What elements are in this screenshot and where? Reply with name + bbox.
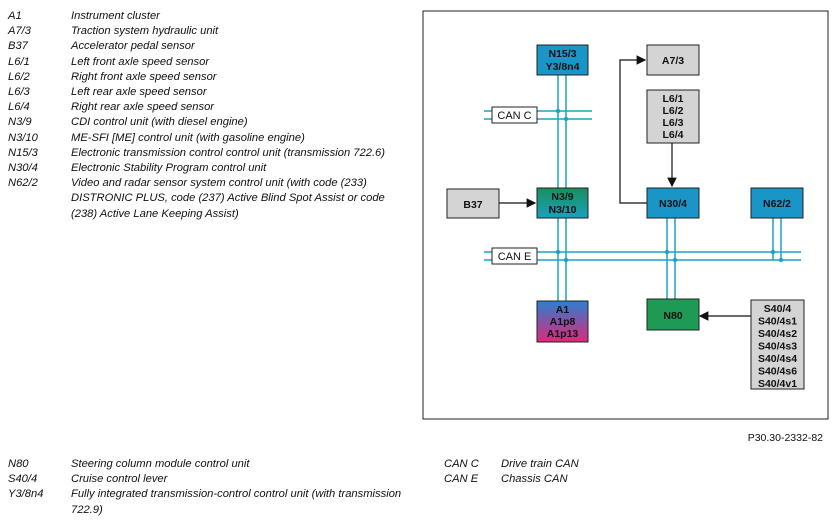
svg-text:A7/3: A7/3 <box>662 55 684 67</box>
legend-code: Y3/8n4 <box>8 488 44 501</box>
legend-row: L6/2 Right front axle speed sensor <box>8 70 408 85</box>
can-c-label: CAN C <box>491 106 538 124</box>
legend-code: L6/2 <box>8 70 30 83</box>
svg-text:N3/10: N3/10 <box>548 204 576 216</box>
signal-arrows <box>499 55 751 321</box>
legend-row: N3/9 CDI control unit (with diesel engine… <box>8 115 408 130</box>
legend-description: Left rear axle speed sensor <box>71 86 207 99</box>
svg-text:CAN C: CAN C <box>497 110 531 122</box>
legend-description: Accelerator pedal sensor <box>71 40 195 53</box>
legend-row: N80 Steering column module control unit <box>8 457 408 472</box>
svg-text:N15/3: N15/3 <box>548 48 576 60</box>
box-a7-3: A7/3 <box>646 44 700 76</box>
legend-description: Electronic Stability Program control uni… <box>71 162 267 175</box>
legend-row: N15/3 Electronic transmission control con… <box>8 146 408 161</box>
legend-code: L6/3 <box>8 86 30 99</box>
legend-row: L6/3 Left rear axle speed sensor <box>8 85 408 100</box>
legend-row: B37 Accelerator pedal sensor <box>8 39 408 54</box>
legend-code: S40/4 <box>8 473 38 486</box>
box-n3-9-n3-10: N3/9 N3/10 <box>536 187 589 219</box>
box-s40-4: S40/4 S40/4s1 S40/4s2 S40/4s3 S40/4s4 S4… <box>750 299 805 390</box>
svg-text:S40/4s3: S40/4s3 <box>758 341 797 353</box>
legend-description: Electronic transmission control control … <box>71 146 385 159</box>
legend-description: Instrument cluster <box>71 10 160 22</box>
can-e-label: CAN E <box>491 247 538 265</box>
svg-text:L6/1: L6/1 <box>662 93 683 105</box>
svg-text:L6/2: L6/2 <box>662 105 683 117</box>
legend-code: B37 <box>8 40 28 53</box>
legend-description: Steering column module control unit <box>71 458 250 470</box>
figure-reference: P30.30-2332-82 <box>747 432 823 444</box>
legend-row: A7/3 Traction system hydraulic unit <box>8 24 408 39</box>
box-n30-4: N30/4 <box>646 187 700 219</box>
legend-code: N80 <box>8 458 29 470</box>
legend-code: N15/3 <box>8 146 38 159</box>
legend-code: N3/10 <box>8 131 38 144</box>
legend-row: L6/1 Left front axle speed sensor <box>8 55 408 70</box>
svg-text:Y3/8n4: Y3/8n4 <box>546 61 580 73</box>
svg-text:S40/4s6: S40/4s6 <box>758 366 797 378</box>
legend-description: Left front axle speed sensor <box>71 55 210 68</box>
box-n62-2: N62/2 <box>750 187 804 219</box>
legend-description: Right front axle speed sensor <box>71 70 217 83</box>
legend-code: L6/4 <box>8 101 30 114</box>
legend-description: CDI control unit (with diesel engine) <box>71 116 248 129</box>
legend-bottom-right: CAN C Drive train CAN CAN E Chassis CAN <box>444 457 744 487</box>
legend-row: N62/2 Video and radar sensor system contr… <box>8 176 408 222</box>
legend-description: Traction system hydraulic unit <box>71 25 219 38</box>
svg-text:S40/4: S40/4 <box>764 303 792 315</box>
legend-code: CAN C <box>444 458 479 470</box>
legend-code: A1 <box>8 10 22 22</box>
legend-row: L6/4 Right rear axle speed sensor <box>8 100 408 115</box>
legend-code: N3/9 <box>8 116 32 129</box>
box-a1: A1 A1p8 A1p13 <box>536 300 589 343</box>
legend-description: Right rear axle speed sensor <box>71 101 215 114</box>
legend-description: ME-SFI [ME] control unit (with gasoline … <box>71 131 305 144</box>
svg-text:CAN E: CAN E <box>498 251 532 263</box>
svg-text:N80: N80 <box>663 310 682 322</box>
box-n80: N80 <box>646 298 700 331</box>
bus-junction-dots <box>555 108 784 263</box>
legend-description: Cruise control lever <box>71 473 168 486</box>
legend-code: N62/2 <box>8 177 38 190</box>
svg-text:S40/4s1: S40/4s1 <box>758 316 797 328</box>
svg-text:N30/4: N30/4 <box>659 198 687 210</box>
legend-row: A1 Instrument cluster <box>8 9 408 24</box>
legend-code: A7/3 <box>8 25 32 38</box>
svg-text:L6/3: L6/3 <box>662 117 683 129</box>
legend-description: Chassis CAN <box>501 473 568 486</box>
legend-code: CAN E <box>444 473 479 486</box>
legend-row: N30/4 Electronic Stability Program contro… <box>8 161 408 176</box>
legend-row: CAN C Drive train CAN <box>444 457 744 472</box>
legend-row: S40/4 Cruise control lever <box>8 472 408 487</box>
svg-text:A1p13: A1p13 <box>547 328 579 340</box>
svg-text:S40/4v1: S40/4v1 <box>758 378 797 390</box>
svg-text:L6/4: L6/4 <box>662 129 683 141</box>
svg-text:A1p8: A1p8 <box>550 316 576 328</box>
svg-text:N3/9: N3/9 <box>551 191 573 203</box>
svg-text:B37: B37 <box>463 199 482 211</box>
svg-text:S40/4s2: S40/4s2 <box>758 328 797 340</box>
box-b37: B37 <box>446 188 500 219</box>
svg-text:S40/4s4: S40/4s4 <box>758 353 797 365</box>
legend-code: L6/1 <box>8 55 30 68</box>
legend-row: CAN E Chassis CAN <box>444 472 744 487</box>
svg-text:A1: A1 <box>556 304 570 316</box>
legend-row: N3/10 ME-SFI [ME] control unit (with gaso… <box>8 131 408 146</box>
legend-row: Y3/8n4 Fully integrated transmission-cont… <box>8 487 408 517</box>
legend-description: Video and radar sensor system control un… <box>71 177 385 220</box>
legend-description: Drive train CAN <box>501 458 579 470</box>
box-n15-3-y3-8n4: N15/3 Y3/8n4 <box>536 44 589 76</box>
svg-text:N62/2: N62/2 <box>763 198 791 210</box>
box-l6-sensors: L6/1 L6/2 L6/3 L6/4 <box>646 89 700 144</box>
legend-code: N30/4 <box>8 162 38 175</box>
legend-description: Fully integrated transmission-control co… <box>71 488 402 516</box>
